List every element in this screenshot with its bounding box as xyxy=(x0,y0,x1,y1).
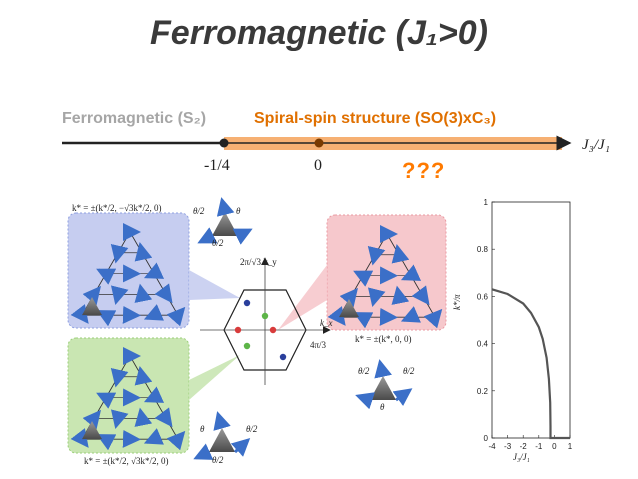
brillouin-zone xyxy=(200,257,331,385)
green-lattice-spin-arrow xyxy=(134,366,153,386)
green-lattice-spin-arrow xyxy=(154,407,173,428)
ferromagnetic-phase-label: Ferromagnetic (S₂) xyxy=(62,110,207,127)
theta-half-label: θ/2 xyxy=(403,366,415,376)
plot-x-tick-label: -3 xyxy=(504,442,512,451)
blue-lattice-spin-arrow xyxy=(70,304,89,324)
red-lattice-spin-arrow xyxy=(353,270,374,287)
bz-ky-label: 2π/√3 k_y xyxy=(240,257,277,267)
red-lattice-spin-arrow xyxy=(400,306,421,323)
k-red-label: k* = ±(k*, 0, 0) xyxy=(355,334,412,344)
tick-zero: 0 xyxy=(314,157,322,174)
red-lattice-spin-arrow xyxy=(391,285,410,305)
plot-frame xyxy=(491,201,571,439)
plot-xlabel: J₃/J₁ xyxy=(513,452,530,462)
green-lattice-spin-arrow xyxy=(82,409,101,430)
k-green-label: k* = ±(k*/2, √3k*/2, 0) xyxy=(84,456,169,466)
bz-point-red xyxy=(234,326,242,334)
plot-y-tick-label: 0 xyxy=(484,434,489,443)
critical-point-marker xyxy=(219,138,229,148)
tick-minus-quarter: -1/4 xyxy=(204,157,230,174)
green-lattice-spin-arrow xyxy=(166,430,186,451)
red-lattice-spin-arrow xyxy=(411,285,430,306)
plot-y-tick-label: 0.2 xyxy=(477,387,489,396)
plot-x-tick-label: -2 xyxy=(520,442,528,451)
green-lattice-spin-arrow xyxy=(134,407,153,427)
red-spin-panel xyxy=(278,214,447,331)
page-title: Ferromagnetic (J₁>0) xyxy=(150,14,488,52)
theta-label: θ xyxy=(200,424,205,434)
blue-lattice-spin-arrow xyxy=(143,262,165,279)
kstar-plot: -4 -3 -2 -1 0 1 0 0.2 0.4 0.6 0.8 1 xyxy=(477,198,573,451)
phase-axis-label: J₃/J₁ xyxy=(582,137,610,153)
blue-lattice-spin-arrow xyxy=(82,285,101,306)
plot-x-tick-label: 0 xyxy=(552,442,557,451)
blue-lattice-spin-arrow xyxy=(110,243,129,264)
theta-half-label: θ/2 xyxy=(358,366,370,376)
blue-lattice-spin-arrow xyxy=(154,283,173,304)
theta-half-label: θ/2 xyxy=(246,424,258,434)
bz-kx-label: k_x xyxy=(320,318,333,328)
red-lattice-spin-arrow xyxy=(367,245,386,266)
phase-line xyxy=(62,135,572,151)
green-lattice-unit-triangle xyxy=(82,421,102,440)
spiral-phase-label: Spiral-spin structure (SO(3)xC₃) xyxy=(254,110,497,127)
k-blue-label: k* = ±(k*/2, −√3k*/2, 0) xyxy=(72,203,162,213)
bz-point-green xyxy=(261,312,269,320)
red-lattice-spin-arrow xyxy=(327,306,346,326)
blue-lattice-spin-arrow xyxy=(143,304,164,321)
red-lattice-spin-arrow xyxy=(339,287,358,308)
plot-y-tick-label: 0.6 xyxy=(477,292,489,301)
theta-half-label: θ/2 xyxy=(212,455,224,465)
angle-inset-bottom xyxy=(193,411,251,460)
green-lattice-spin-arrow xyxy=(96,392,117,409)
plot-y-tick-label: 1 xyxy=(484,198,489,207)
blue-lattice-unit-triangle xyxy=(82,297,102,316)
theta-label: θ xyxy=(236,206,241,216)
angle-inset-right xyxy=(355,359,413,410)
bz-point-blue-2 xyxy=(279,353,287,361)
plot-y-ticks: 0 0.2 0.4 0.6 0.8 1 xyxy=(477,198,495,443)
plot-y-tick-label: 0.8 xyxy=(477,245,489,254)
red-lattice-spin-arrow xyxy=(400,264,422,281)
red-lattice-spin-arrow xyxy=(423,308,443,329)
red-lattice-spin-arrow xyxy=(367,287,386,308)
blue-lattice-spin-arrow xyxy=(166,306,186,327)
plot-x-tick-label: -1 xyxy=(535,442,543,451)
theta-half-label: θ/2 xyxy=(212,238,224,248)
blue-lattice-spin-arrow xyxy=(134,283,153,303)
bz-point-blue xyxy=(243,299,251,307)
zero-point-marker xyxy=(314,138,324,148)
green-lattice-spin-arrow xyxy=(110,409,129,430)
red-lattice-unit-triangle xyxy=(339,299,359,318)
spin-lattices xyxy=(70,223,443,451)
green-lattice-spin-arrow xyxy=(110,367,129,388)
green-lattice-spin-arrow xyxy=(143,428,164,445)
bz-4pi-label: 4π/3 xyxy=(310,340,327,350)
theta-half-label: θ/2 xyxy=(193,206,205,216)
green-lattice-spin-arrow xyxy=(70,428,89,448)
plot-ylabel: k*/π xyxy=(452,294,462,310)
theta-label: θ xyxy=(380,402,385,412)
kstar-curve xyxy=(491,288,570,440)
blue-lattice-spin-arrow xyxy=(96,268,117,285)
plot-y-tick-label: 0.4 xyxy=(477,340,489,349)
plot-x-tick-label: -4 xyxy=(488,442,496,451)
angle-inset-top xyxy=(197,197,253,245)
blue-lattice-spin-arrow xyxy=(110,285,129,306)
unknown-region-label: ??? xyxy=(402,158,446,183)
bz-point-green-2 xyxy=(243,342,251,350)
blue-lattice-spin-arrow xyxy=(134,242,153,262)
bz-point-red-2 xyxy=(269,326,277,334)
green-lattice-spin-arrow xyxy=(143,386,165,403)
plot-x-tick-label: 1 xyxy=(568,442,573,451)
red-lattice-spin-arrow xyxy=(391,244,410,264)
